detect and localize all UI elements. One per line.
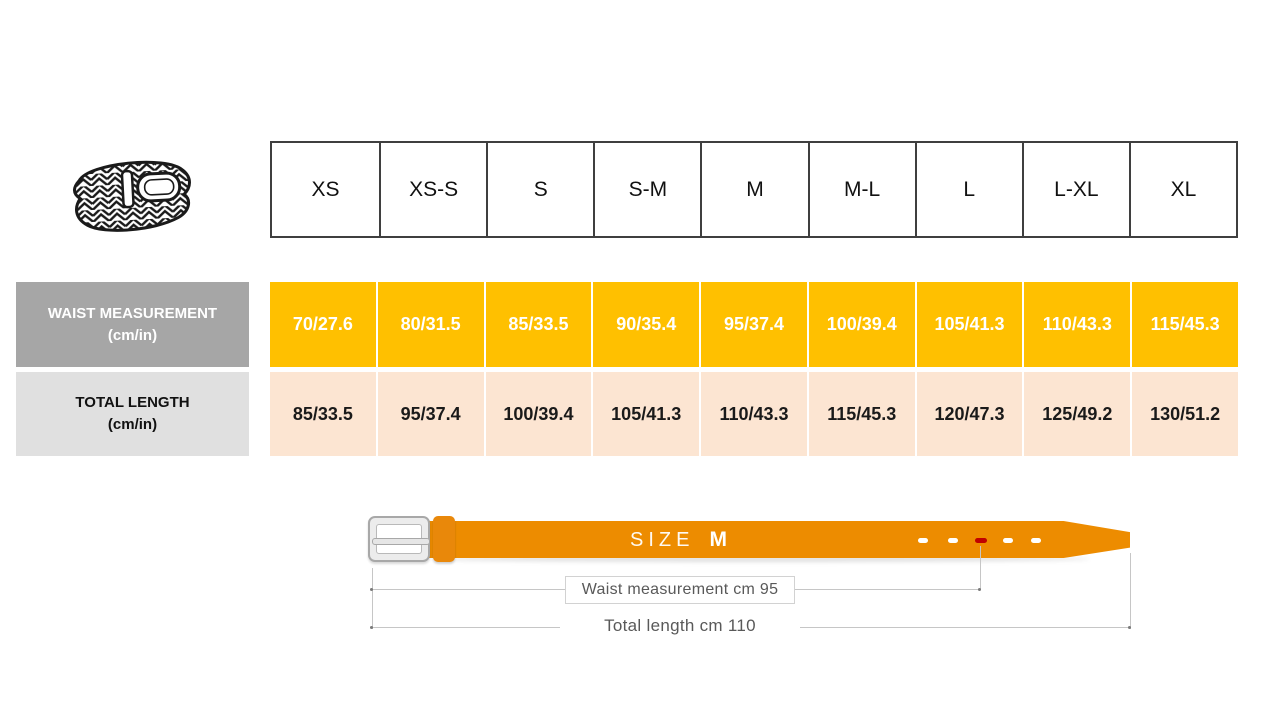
waist-measurement-row: 70/27.6 80/31.5 85/33.5 90/35.4 95/37.4 …	[270, 282, 1238, 367]
row-label-unit: (cm/in)	[107, 326, 158, 344]
row-label-text: WAIST MEASUREMENT	[47, 304, 218, 322]
length-value-cell: 105/41.3	[593, 372, 700, 456]
waist-value-cell: 95/37.4	[701, 282, 807, 367]
size-label: SIZE	[630, 528, 695, 551]
total-length-row: 85/33.5 95/37.4 100/39.4 105/41.3 110/43…	[270, 372, 1238, 456]
waist-value-cell: 90/35.4	[593, 282, 700, 367]
belt-hole	[1031, 538, 1041, 543]
belt-hole	[948, 538, 958, 543]
belt-hole-selected	[975, 538, 987, 543]
size-header-cell: M-L	[807, 143, 915, 236]
size-value: M	[709, 528, 727, 551]
waist-value-cell: 105/41.3	[916, 282, 1023, 367]
belt-hole	[1003, 538, 1013, 543]
total-length-row-label: TOTAL LENGTH (cm/in)	[16, 372, 249, 456]
size-header-cell: XL	[1128, 143, 1236, 236]
length-value-cell: 115/45.3	[808, 372, 915, 456]
total-length-annotation: Total length cm 110	[560, 613, 800, 639]
length-value-cell: 85/33.5	[270, 372, 376, 456]
dimension-dot	[1128, 626, 1131, 629]
row-label-unit: (cm/in)	[107, 416, 158, 433]
belt-strap	[424, 521, 1130, 558]
waist-value-cell: 70/27.6	[270, 282, 376, 367]
belt-keeper-loop	[433, 516, 455, 562]
belt-hole	[918, 538, 928, 543]
length-value-cell: 120/47.3	[916, 372, 1023, 456]
belt-size-text: SIZE M	[630, 526, 727, 554]
guide-line-tip	[1130, 553, 1131, 629]
size-header-cell: M	[700, 143, 808, 236]
size-header-cell: XS-S	[379, 143, 487, 236]
waist-value-cell: 80/31.5	[377, 282, 484, 367]
waist-value-cell: 115/45.3	[1132, 282, 1238, 367]
dimension-dot	[370, 626, 373, 629]
belt-shadow	[430, 556, 1090, 562]
size-header-row: XS XS-S S S-M M M-L L L-XL XL	[270, 141, 1238, 238]
braided-belt-icon	[60, 148, 200, 240]
size-header-cell: S-M	[593, 143, 701, 236]
size-header-cell: XS	[272, 143, 380, 236]
waist-value-cell: 100/39.4	[808, 282, 915, 367]
length-value-cell: 125/49.2	[1024, 372, 1131, 456]
waist-value-cell: 85/33.5	[485, 282, 592, 367]
guide-line-buckle	[372, 568, 373, 629]
waist-value-cell: 110/43.3	[1024, 282, 1131, 367]
size-header-cell: L	[914, 143, 1022, 236]
row-label-text: TOTAL LENGTH	[75, 394, 190, 412]
length-value-cell: 100/39.4	[485, 372, 592, 456]
length-value-cell: 95/37.4	[377, 372, 484, 456]
size-header-cell: S	[486, 143, 594, 236]
length-value-cell: 110/43.3	[701, 372, 807, 456]
belt-buckle-prong	[372, 538, 430, 545]
braided-belt-illustration	[72, 160, 191, 232]
dimension-dot	[370, 588, 373, 591]
dimension-dot	[978, 588, 981, 591]
waist-measurement-annotation: Waist measurement cm 95	[565, 576, 795, 604]
waist-measurement-row-label: WAIST MEASUREMENT (cm/in)	[16, 282, 249, 367]
size-header-cell: L-XL	[1021, 143, 1129, 236]
length-value-cell: 130/51.2	[1132, 372, 1238, 456]
guide-line-hole	[980, 546, 981, 590]
